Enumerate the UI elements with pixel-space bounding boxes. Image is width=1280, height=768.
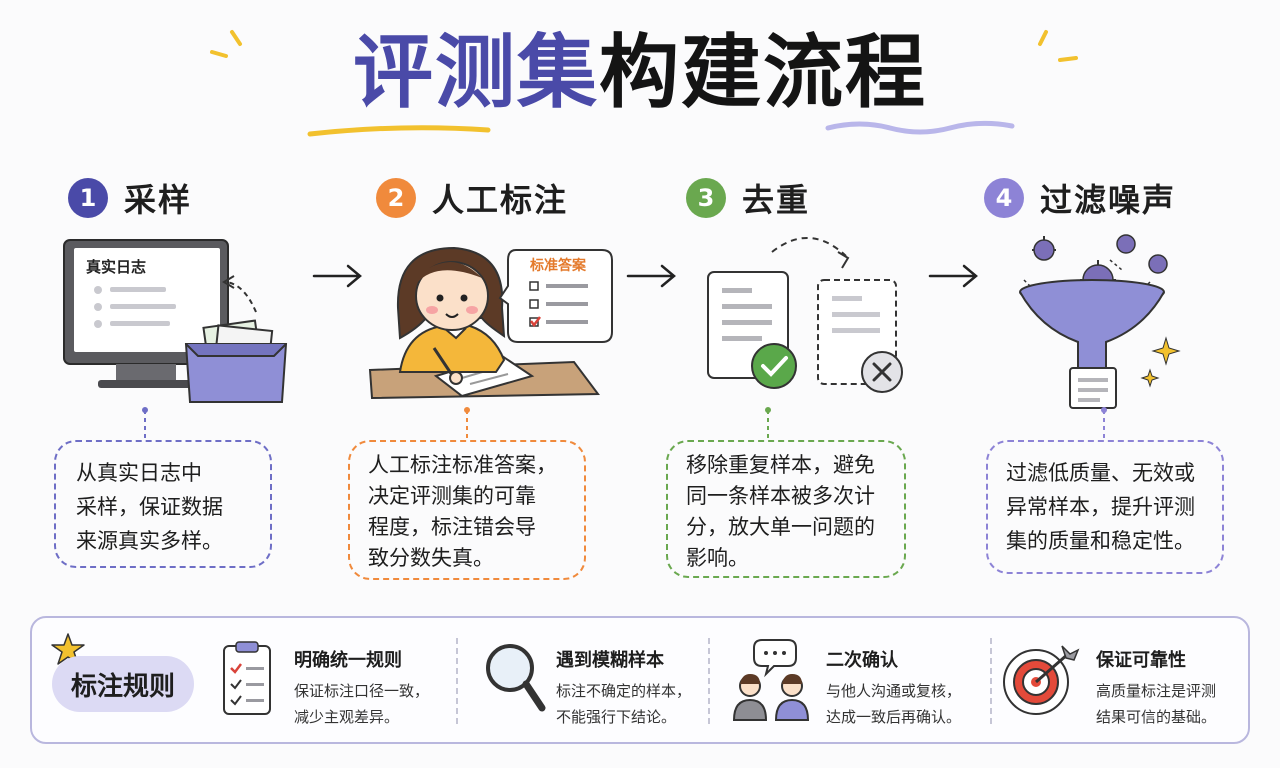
step-3-desc-line: 同一条样本被多次计 [686, 484, 875, 508]
star-icon [51, 633, 85, 665]
title-highlight: 评测集 [353, 26, 599, 119]
step-3-title: 去重 [742, 181, 811, 219]
step-2-desc-line: 致分数失真。 [368, 546, 494, 570]
step-1-description: 从真实日志中 采样，保证数据 来源真实多样。 [54, 440, 272, 568]
page-title: 评测集构建流程 [0, 18, 1280, 128]
rule-3-title: 二次确认 [826, 650, 898, 671]
step-1-desc-line: 从真实日志中 [76, 461, 202, 485]
step-1-number: 1 [68, 178, 108, 218]
arrow-1-2-icon [312, 264, 362, 288]
target-icon [1003, 645, 1080, 715]
step-2-bubble-label: 标准答案 [530, 258, 586, 274]
step-4-illustration [1019, 234, 1181, 409]
people-talk-icon [732, 639, 810, 721]
step-1-desc-line: 来源真实多样。 [76, 529, 223, 553]
rule-2-text: 不能强行下结论。 [556, 708, 677, 726]
step-4-desc-line: 集的质量和稳定性。 [1006, 529, 1195, 553]
step-4-desc-line: 异常样本，提升评测 [1006, 495, 1195, 519]
title-underline-yellow [307, 125, 491, 137]
step-3-desc-line: 移除重复样本，避免 [686, 453, 875, 477]
step-2-number: 2 [376, 178, 416, 218]
rule-1-text: 减少主观差异。 [294, 708, 400, 726]
spark-left-icon [210, 30, 242, 58]
title-rest: 构建流程 [599, 26, 927, 119]
step-1-screen-label: 真实日志 [86, 258, 147, 276]
step-4-desc-line: 过滤低质量、无效或 [1006, 461, 1195, 485]
connectors [142, 407, 1107, 438]
step-3-header: 3 去重 [686, 176, 810, 220]
step-3-description: 移除重复样本，避免 同一条样本被多次计 分，放大单一问题的 影响。 [666, 440, 906, 578]
checklist-icon [223, 641, 271, 715]
rule-1-text: 保证标注口径一致， [294, 682, 430, 700]
step-2-illustration [368, 246, 600, 400]
step-1-desc-line: 采样，保证数据 [76, 495, 223, 519]
step-2-description: 人工标注标准答案， 决定评测集的可靠 程度，标注错会导 致分数失真。 [348, 440, 586, 580]
step-4-description: 过滤低质量、无效或 异常样本，提升评测 集的质量和稳定性。 [986, 440, 1224, 574]
rule-2-text: 标注不确定的样本， [556, 682, 692, 700]
step-2-header: 2 人工标注 [376, 176, 568, 220]
rule-2: 遇到模糊样本 标注不确定的样本， 不能强行下结论。 [556, 646, 706, 730]
rule-2-title: 遇到模糊样本 [556, 650, 664, 671]
rule-4: 保证可靠性 高质量标注是评测 结果可信的基础。 [1096, 646, 1242, 730]
step-4-number: 4 [984, 178, 1024, 218]
rules-label: 标注规则 [52, 656, 194, 712]
step-2-title: 人工标注 [432, 181, 569, 219]
step-1-illustration [63, 239, 288, 403]
title-underline-wave [825, 120, 1015, 135]
step-1-title: 采样 [124, 181, 193, 219]
step-2-speech-bubble [498, 249, 613, 343]
rule-separator [456, 638, 458, 724]
rule-separator [708, 638, 710, 724]
rule-4-title: 保证可靠性 [1096, 650, 1186, 671]
rule-3: 二次确认 与他人沟通或复核， 达成一致后再确认。 [826, 646, 986, 730]
step-2-desc-line: 程度，标注错会导 [368, 515, 536, 539]
step-1-header: 1 采样 [68, 176, 192, 220]
step-4-header: 4 过滤噪声 [984, 176, 1176, 220]
rule-1-title: 明确统一规则 [294, 650, 402, 671]
step-2-desc-line: 人工标注标准答案， [368, 453, 557, 477]
rule-3-text: 与他人沟通或复核， [826, 682, 962, 700]
rule-4-text: 高质量标注是评测 [1096, 682, 1217, 700]
title-decoration [210, 30, 1078, 137]
rule-separator [990, 638, 992, 724]
rule-1: 明确统一规则 保证标注口径一致， 减少主观差异。 [294, 646, 454, 730]
step-3-desc-line: 影响。 [686, 546, 749, 570]
step-4-title: 过滤噪声 [1040, 181, 1177, 219]
magnifier-icon [486, 644, 546, 712]
step-3-number: 3 [686, 178, 726, 218]
rule-4-text: 结果可信的基础。 [1096, 708, 1217, 726]
step-2-desc-line: 决定评测集的可靠 [368, 484, 536, 508]
step-3-desc-line: 分，放大单一问题的 [686, 515, 875, 539]
arrow-2-3-icon [626, 264, 676, 288]
rule-3-text: 达成一致后再确认。 [826, 708, 962, 726]
step-3-illustration [707, 237, 903, 393]
arrow-3-4-icon [928, 264, 978, 288]
spark-right-icon [1038, 30, 1078, 62]
